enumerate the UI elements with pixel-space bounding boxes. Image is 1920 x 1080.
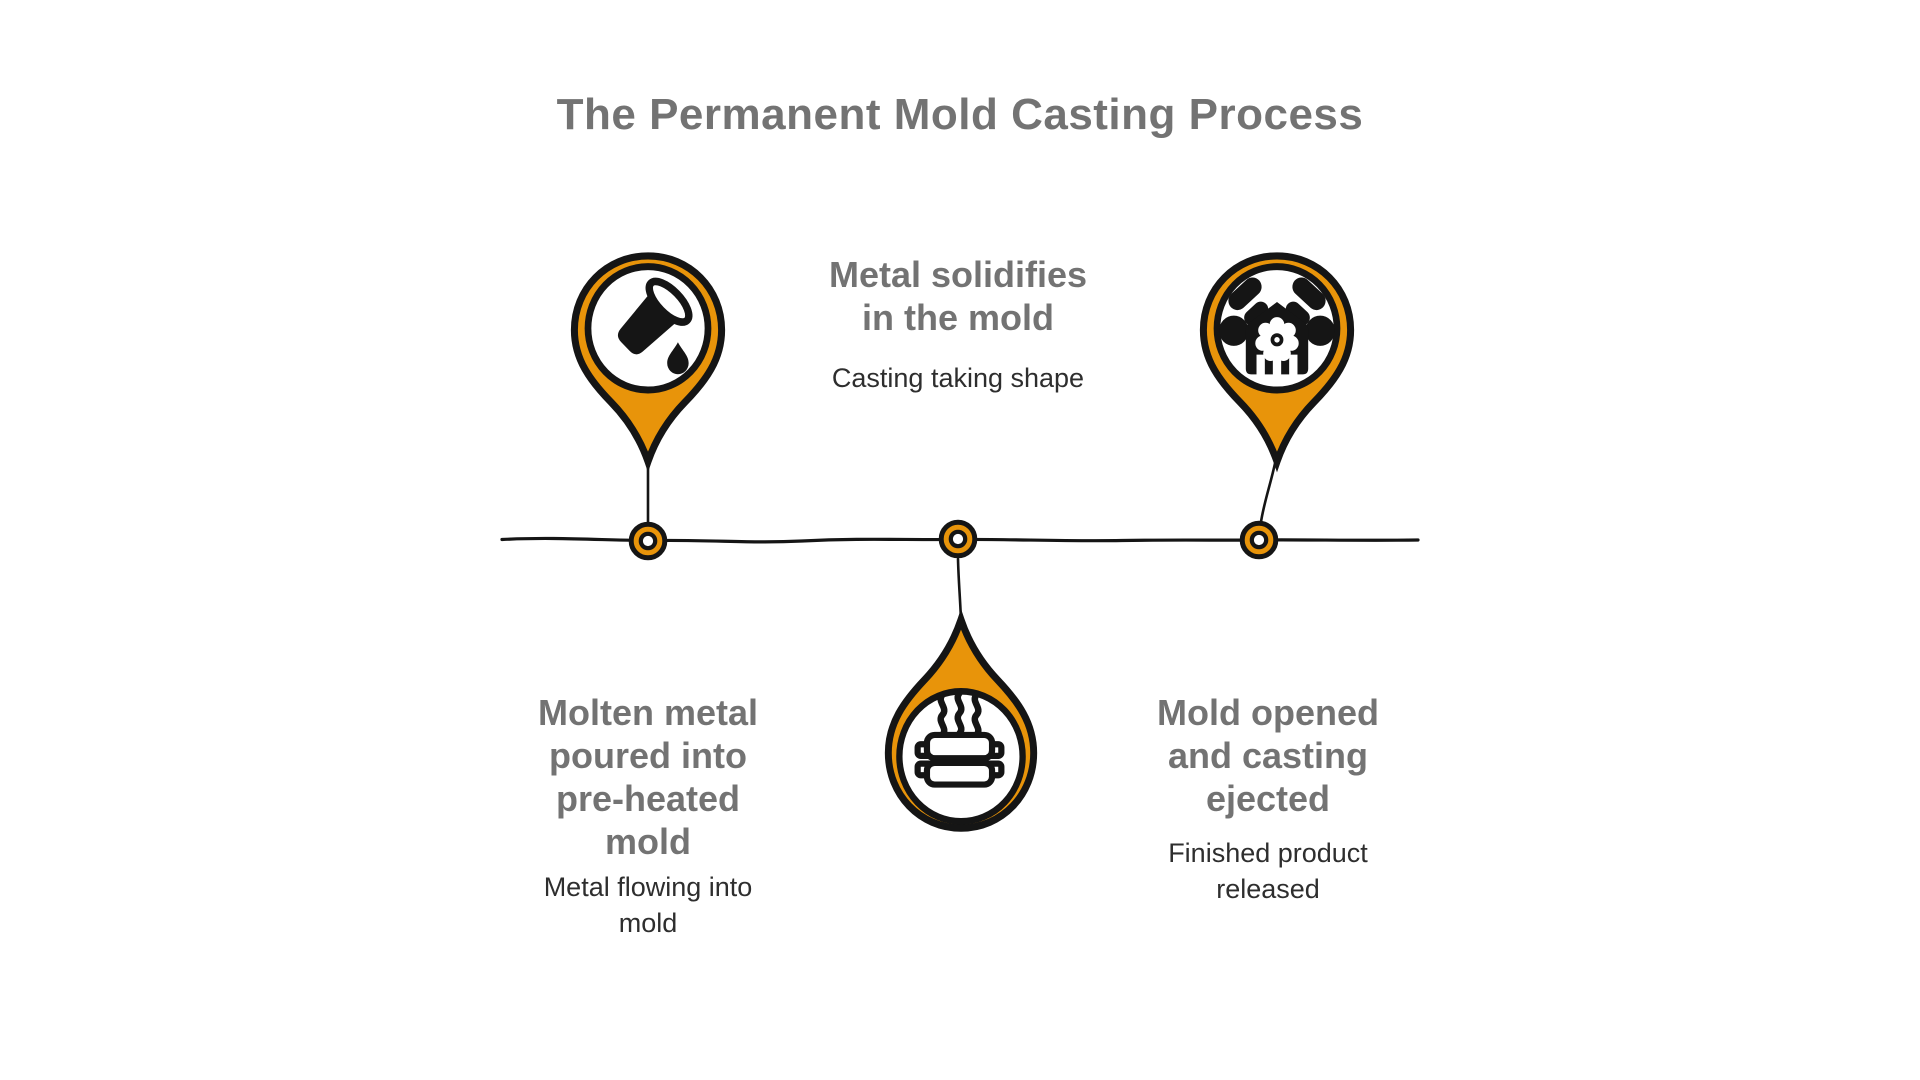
connector-stub-3 [1259,459,1277,524]
step-3-subtitle: Finished product released [1068,835,1468,907]
machine-shoulder-left [1219,315,1249,346]
page-title: The Permanent Mold Casting Process [556,90,1364,139]
step-2-heading: Metal solidifies in the mold [758,253,1158,339]
mold-top-half [914,731,1005,762]
milestone-node-2 [938,519,978,559]
step-1-heading: Molten metal poured into pre-heated mold [443,691,853,863]
step-1-subtitle-line: mold [618,908,678,938]
step-1-heading-line: pre-heated [555,778,741,819]
crucible-opening [645,277,693,326]
step-2-subtitle-line: Casting taking shape [831,363,1085,393]
step-2-heading-line: Metal solidifies [828,254,1088,295]
machine-gear [1255,317,1299,362]
step-3-subtitle-line: Finished product [1168,838,1368,868]
steam-lines [937,689,982,739]
machine-shoulder-right [1305,315,1335,346]
step-1-heading-line: mold [605,821,691,862]
step-1-heading-line: poured into [549,735,747,776]
metal-drop [667,342,689,375]
connector-stub-2 [956,557,963,618]
step-3-heading-line: ejected [1205,778,1331,819]
heated-mold-icon [914,689,1005,788]
step-1-subtitle: Metal flowing into mold [443,869,853,941]
step-3-heading-line: and casting [1167,735,1369,776]
step-3-heading: Mold opened and casting ejected [1068,691,1468,820]
machine-arm-right [1285,277,1326,326]
step-3-subtitle-line: released [1216,874,1320,904]
step-1-subtitle-line: Metal flowing into [543,872,753,902]
step-2-heading-line: in the mold [862,297,1054,338]
pin-marker-3 [1199,252,1355,473]
milestone-node-1 [628,521,668,561]
machine-legs [1256,354,1298,376]
casting-machine-icon [1219,277,1335,376]
mold-bottom-half [914,759,1005,788]
machine-arm-left [1228,277,1269,326]
step-3-heading-line: Mold opened [1157,692,1379,733]
pin-marker-1 [570,252,726,473]
pouring-crucible-icon [617,277,693,375]
step-2-subtitle: Casting taking shape [758,360,1158,396]
milestone-node-3 [1239,520,1279,560]
step-1-heading-line: Molten metal [537,692,759,733]
